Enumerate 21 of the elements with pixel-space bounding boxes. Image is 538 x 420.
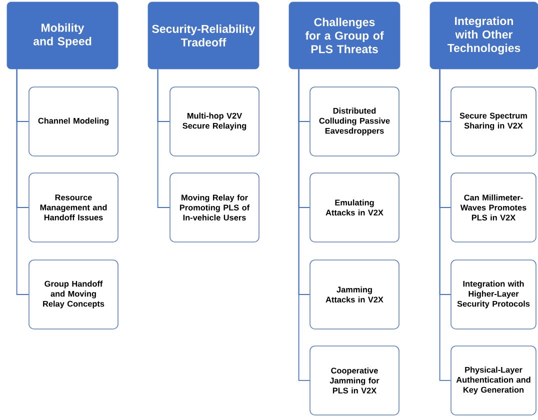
topic-box: Channel Modeling xyxy=(28,86,118,156)
category-header: Mobility and Speed xyxy=(6,2,118,70)
topic-box: Moving Relay for Promoting PLS of In-vehicle Users xyxy=(170,172,260,242)
connector-line xyxy=(298,68,310,381)
topic-box: Resource Management and Handoff Issues xyxy=(28,172,118,242)
topic-box: Emulating Attacks in V2X xyxy=(310,172,400,242)
topic-box: Can Millimeter-Waves Promotes PLS in V2X xyxy=(450,172,536,242)
connector-line xyxy=(157,68,170,208)
connector-line xyxy=(439,68,452,381)
topic-box: Physical-Layer Authentication and Key Generation xyxy=(450,346,536,416)
topic-box: Group Handoff and Moving Relay Concepts xyxy=(28,260,118,330)
topic-box: Multi-hop V2V Secure Relaying xyxy=(170,86,260,156)
category-header: Security-Reliability Tradeoff xyxy=(148,2,260,70)
topic-box: Secure Spectrum Sharing in V2X xyxy=(450,86,536,156)
topic-box: Integration with Higher-Layer Security Protocols xyxy=(450,260,536,330)
topic-box: Jamming Attacks in V2X xyxy=(310,260,400,330)
category-header: Challenges for a Group of PLS Threats xyxy=(288,2,400,70)
topic-box: Distributed Colluding Passive Eavesdroppers xyxy=(310,86,400,156)
category-header: Integration with Other Technologies xyxy=(430,2,538,70)
connector-line xyxy=(16,68,30,295)
topic-box: Cooperative Jamming for PLS in V2X xyxy=(310,346,400,416)
